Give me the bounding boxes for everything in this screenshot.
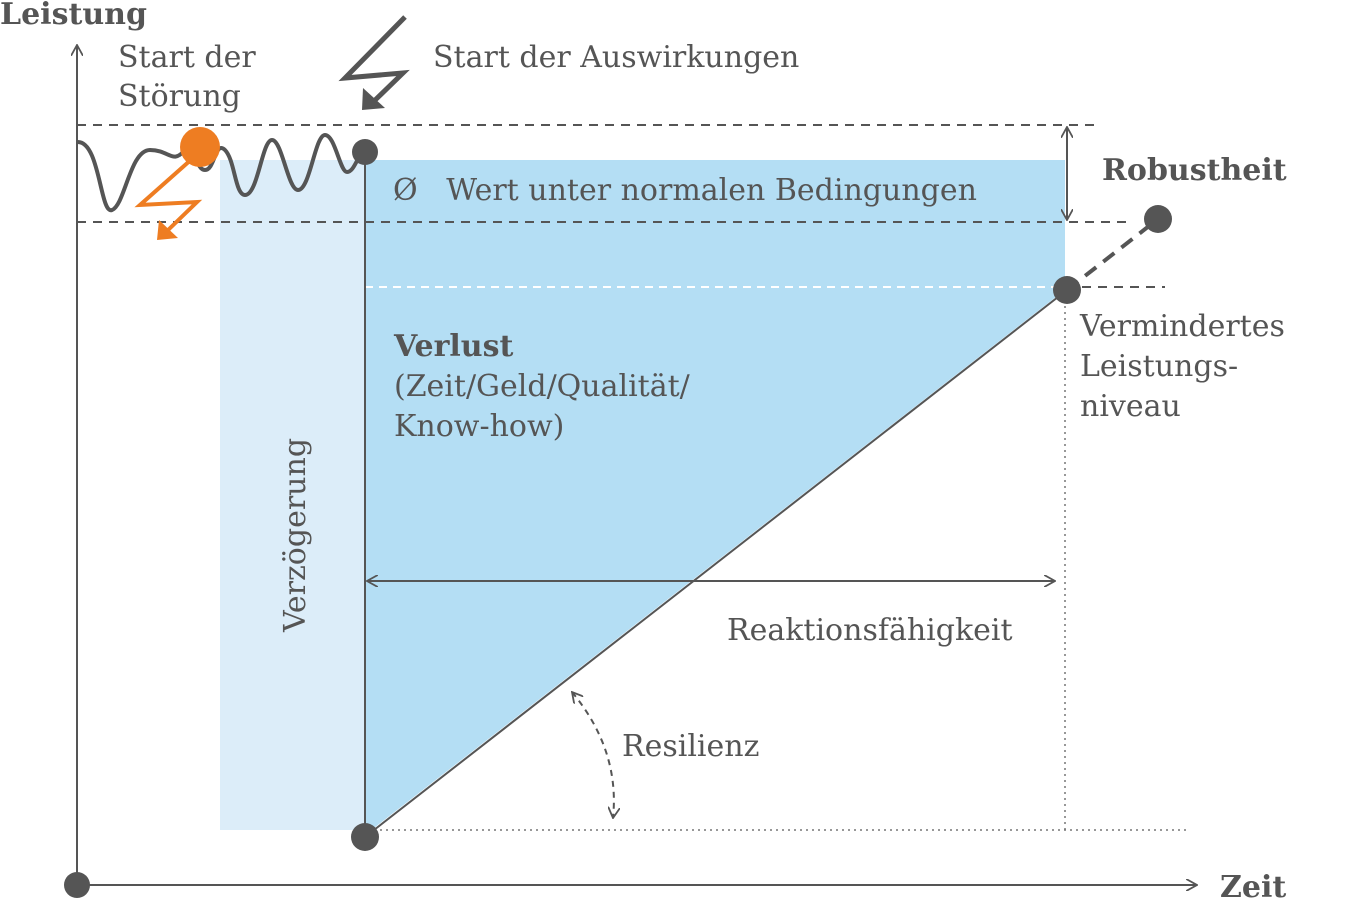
reduced-level-label-2: Leistungs- bbox=[1080, 349, 1238, 384]
robustness-dot bbox=[1144, 205, 1172, 233]
performance-wave bbox=[76, 132, 366, 212]
recovery-line bbox=[364, 289, 1068, 838]
loss-area bbox=[365, 160, 1065, 835]
resilience-label: Resilienz bbox=[622, 729, 759, 764]
disruption-dot bbox=[180, 127, 220, 167]
robustness-label: Robustheit bbox=[1102, 153, 1287, 188]
loss-detail-1: (Zeit/Geld/Qualität/ bbox=[394, 369, 691, 404]
origin-dot bbox=[64, 872, 90, 898]
lowest-point-dot bbox=[351, 823, 379, 851]
loss-title: Verlust bbox=[393, 329, 514, 364]
loss-detail-2: Know-how) bbox=[394, 409, 564, 444]
robustness-link bbox=[1065, 217, 1160, 292]
resilience-arrow bbox=[572, 692, 614, 818]
orange-arrowhead-icon bbox=[157, 220, 178, 240]
impact-start-dot bbox=[352, 139, 378, 165]
reaction-label: Reaktionsfähigkeit bbox=[727, 613, 1013, 648]
reduced-level-label-1: Vermindertes bbox=[1079, 309, 1285, 344]
y-axis-label: Leistung bbox=[0, 0, 147, 32]
reduced-level-label-3: niveau bbox=[1080, 389, 1181, 424]
lightning-arrowhead-icon bbox=[362, 88, 385, 110]
x-axis-label: Zeit bbox=[1220, 870, 1286, 900]
start-impact-label: Start der Auswirkungen bbox=[433, 40, 799, 75]
start-disruption-label-2: Störung bbox=[118, 79, 241, 114]
reduced-level-dot bbox=[1053, 276, 1081, 304]
lightning-icon bbox=[338, 15, 410, 107]
delay-label: Verzögerung bbox=[278, 438, 313, 633]
orange-lightning-icon bbox=[134, 156, 203, 235]
start-disruption-label-1: Start der bbox=[118, 40, 256, 75]
normal-value-label: Ø Wert unter normalen Bedingungen bbox=[393, 173, 977, 208]
delay-area bbox=[220, 160, 365, 830]
